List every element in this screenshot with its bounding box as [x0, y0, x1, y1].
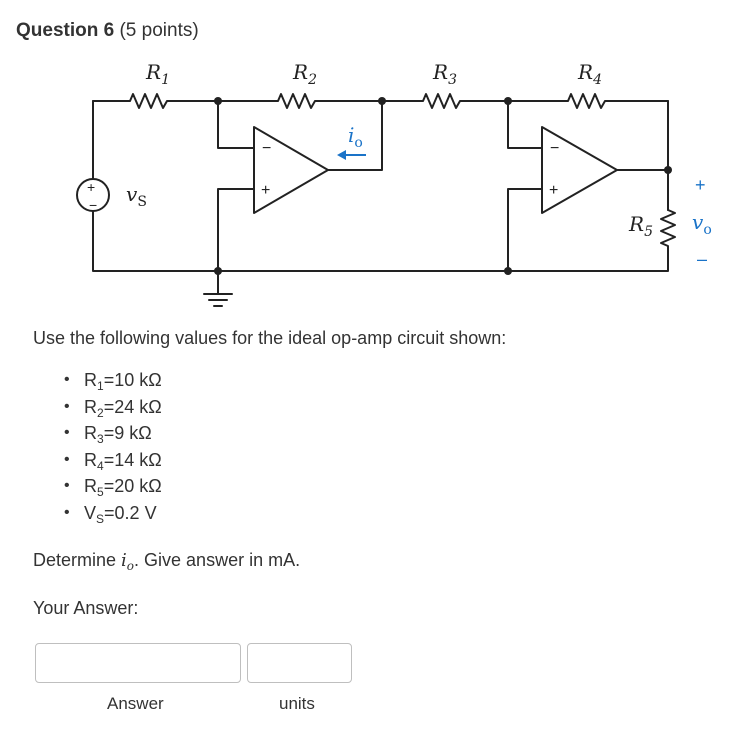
r5-resistor: [507, 209, 676, 272]
io-label: io: [348, 123, 363, 151]
r4-label: R4: [577, 60, 602, 88]
r5-label: R5: [628, 212, 653, 240]
determine-instruction: Determine io. Give answer in mA.: [33, 550, 301, 573]
opamp2-noninv-sign: +: [549, 182, 558, 199]
vs-label: vS: [126, 182, 147, 210]
io-arrowhead-icon: [337, 150, 346, 160]
list-item: VS=0.2 V: [58, 500, 162, 527]
opamp2-body: [541, 126, 618, 214]
opamp2-inv-sign: −: [550, 140, 559, 157]
source-minus-sign: −: [89, 197, 97, 213]
vo-minus-sign: –: [697, 249, 707, 269]
top-wire: [92, 93, 669, 109]
voltage-source-icon: [76, 178, 110, 212]
opamp1-body: [253, 126, 329, 214]
opamp1-noninv-sign: +: [261, 182, 270, 199]
opamp1-out-wire: [327, 100, 383, 171]
list-item: R1=10 kΩ: [58, 367, 162, 394]
junction-dot: [664, 166, 672, 174]
your-answer-label: Your Answer:: [33, 598, 139, 618]
units-field-label: units: [279, 694, 315, 713]
answer-field-label: Answer: [107, 694, 164, 713]
values-list: R1=10 kΩ R2=24 kΩ R3=9 kΩ R4=14 kΩ R5=20…: [58, 367, 162, 526]
junction-dot: [504, 267, 512, 275]
list-item: R4=14 kΩ: [58, 447, 162, 474]
question-prompt: Use the following values for the ideal o…: [33, 328, 507, 348]
answer-input[interactable]: [35, 643, 241, 683]
vo-label: vo: [692, 210, 712, 238]
list-item: R2=24 kΩ: [58, 394, 162, 421]
opamp1-noninv-wire: [217, 188, 255, 272]
circuit-diagram: R1 R2 R3 R4 R5 vS io vo + − − + − + + –: [76, 60, 712, 307]
opamp1-inv-sign: −: [262, 140, 271, 157]
ground-symbol: [203, 293, 233, 307]
list-item: R5=20 kΩ: [58, 473, 162, 500]
source-plus-sign: +: [87, 179, 95, 195]
junction-dot: [378, 97, 386, 105]
opamp2-noninv-wire: [507, 188, 543, 272]
units-input[interactable]: [247, 643, 352, 683]
source-bottom-wire: [92, 211, 509, 272]
opamp2-inv-wire: [507, 100, 543, 149]
question-header: Question 6 (5 points): [16, 20, 199, 42]
list-item: R3=9 kΩ: [58, 420, 162, 447]
junction-dot: [214, 97, 222, 105]
question-title: Question 6: [16, 20, 115, 41]
vo-plus-sign: +: [695, 175, 706, 195]
junction-dot: [504, 97, 512, 105]
question-points: (5 points): [119, 20, 199, 41]
junction-dot: [214, 267, 222, 275]
r2-label: R2: [292, 60, 317, 88]
opamp1-inv-wire: [217, 100, 255, 149]
r3-label: R3: [432, 60, 457, 88]
r1-label: R1: [145, 60, 170, 88]
